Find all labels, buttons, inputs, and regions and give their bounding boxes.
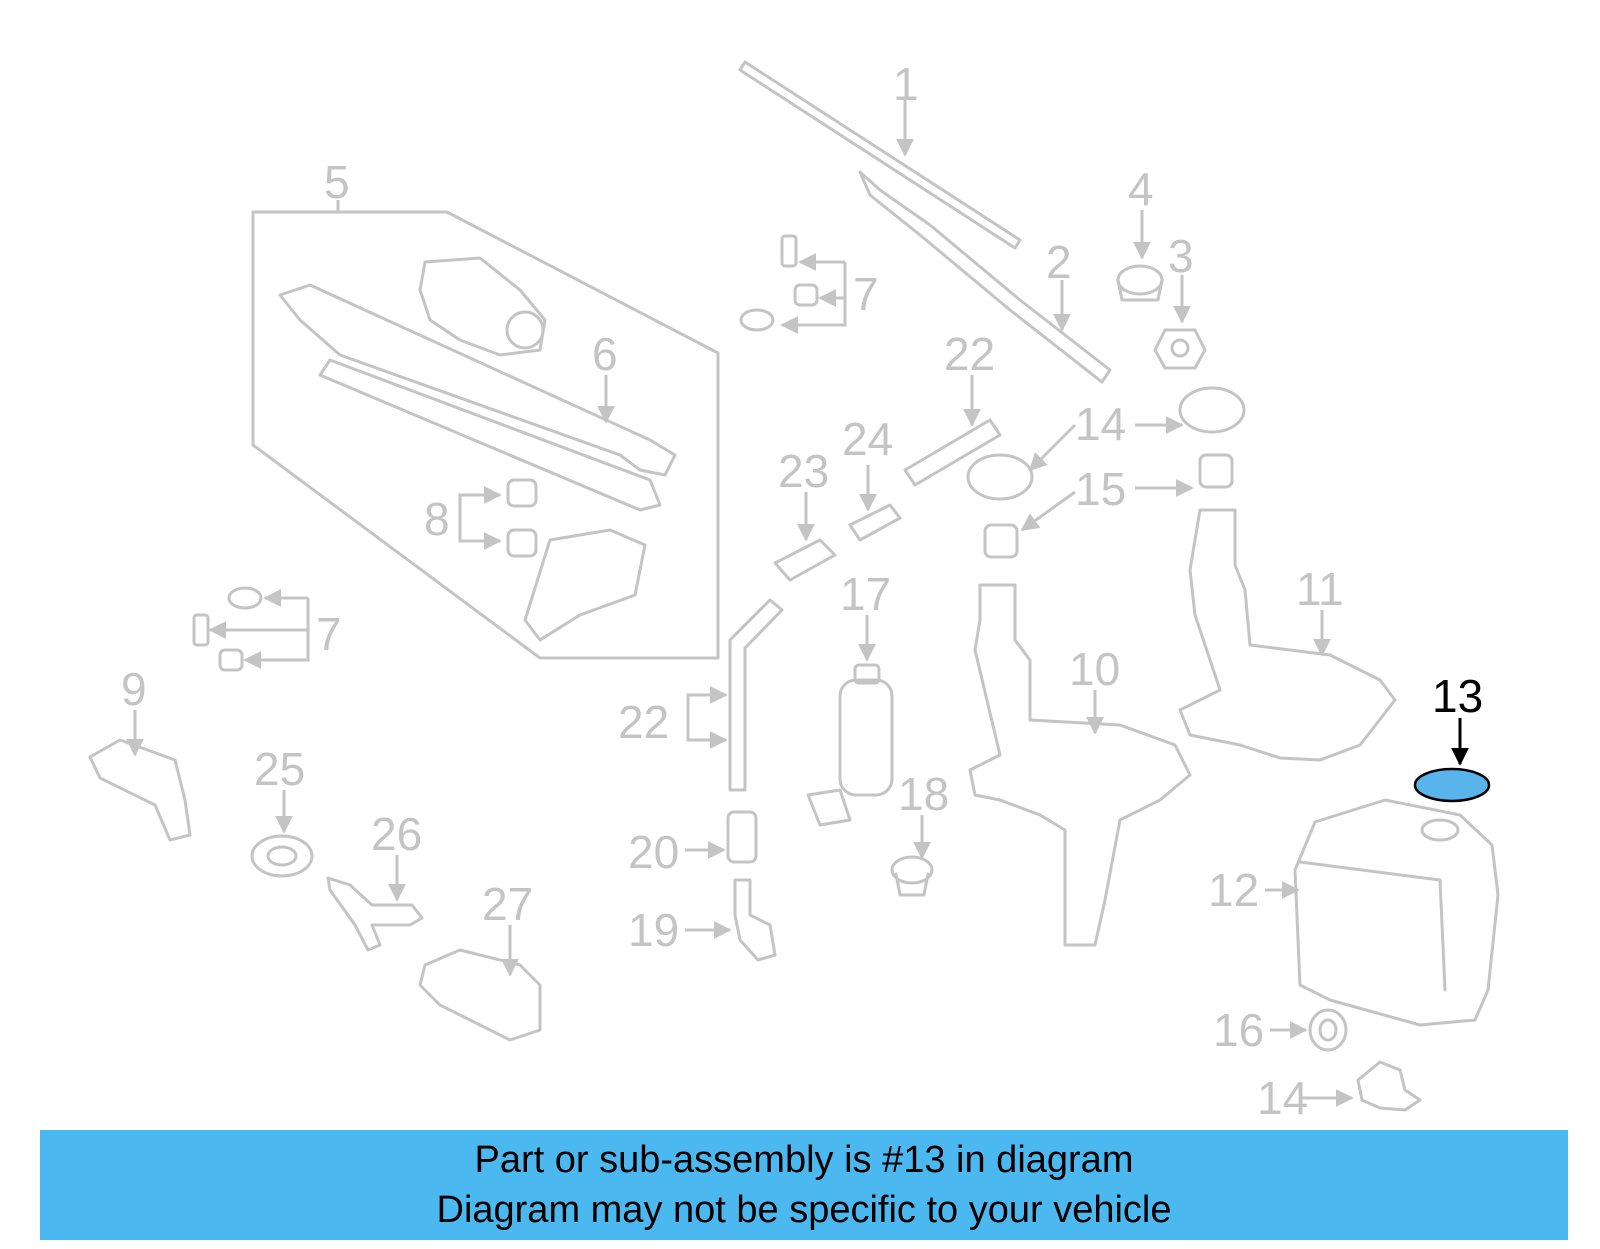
banner-line-1: Part or sub-assembly is #13 in diagram <box>474 1139 1134 1181</box>
banner-line-2: Diagram may not be specific to your vehi… <box>436 1189 1172 1231</box>
callout-7a: 7 <box>853 268 879 320</box>
part-6: 6 <box>592 328 618 424</box>
callout-20: 19 <box>628 904 679 956</box>
callout-13: 13 <box>1432 670 1483 722</box>
part-16-level-sensor: 14 <box>1257 1060 1422 1124</box>
callout-15: 15 <box>1075 463 1126 515</box>
callout-10: 10 <box>1069 643 1120 695</box>
part-2-wiper-arm: 2 <box>858 170 1112 384</box>
callout-17: 16 <box>1213 1004 1264 1056</box>
part-22-24-23-fittings: 22 24 23 <box>773 328 1002 582</box>
callout-1: 1 <box>893 58 919 110</box>
part-12-reservoir-tank: 12 <box>1208 798 1500 1027</box>
callout-16: 14 <box>1257 1072 1308 1124</box>
part-11-filler-neck: 11 <box>1178 508 1397 762</box>
part-20-elbow: 19 <box>628 878 777 962</box>
part-13-gasket: 13 <box>1413 670 1491 803</box>
part-7-lower-fasteners: 7 <box>192 586 342 672</box>
callout-2: 2 <box>1046 236 1072 288</box>
part-26-connector: 26 <box>326 808 424 952</box>
callout-19: 18 <box>898 768 949 820</box>
callout-3: 3 <box>1168 230 1194 282</box>
part-3-nut: 3 <box>1153 230 1207 370</box>
callout-6: 6 <box>592 328 618 380</box>
callout-25: 25 <box>254 743 305 795</box>
part-7-upper-fasteners: 7 <box>739 234 879 334</box>
callout-5: 5 <box>324 156 350 208</box>
part-25-grommet: 25 <box>250 743 314 878</box>
part-17-grommet: 16 <box>1213 1004 1348 1056</box>
callout-12: 12 <box>1208 864 1259 916</box>
part-9-bracket: 9 <box>88 663 192 842</box>
part-13-highlight <box>1413 767 1491 803</box>
callout-22b: 22 <box>618 696 669 748</box>
callout-8: 8 <box>424 493 450 545</box>
part-21-connector: 20 <box>628 810 758 878</box>
callout-9: 9 <box>121 663 147 715</box>
part-22-hose: 22 <box>618 598 784 792</box>
callout-18: 17 <box>840 568 891 620</box>
callout-7b: 7 <box>316 608 342 660</box>
callout-14: 14 <box>1075 398 1126 450</box>
callout-23: 23 <box>778 445 829 497</box>
info-banner: Part or sub-assembly is #13 in diagram D… <box>40 1130 1568 1240</box>
callout-24: 24 <box>842 413 893 465</box>
callout-26: 26 <box>371 808 422 860</box>
part-10-filler-neck: 10 <box>968 583 1192 947</box>
part-5-wiper-linkage: 5 <box>251 156 720 660</box>
callout-21: 20 <box>628 826 679 878</box>
part-8-bushings: 8 <box>424 478 538 558</box>
part-18-pump: 17 <box>806 568 894 827</box>
part-1-wiper-blade: 1 <box>738 58 1022 250</box>
part-27-washer-nozzle: 27 <box>418 878 542 1042</box>
callout-4: 4 <box>1128 163 1154 215</box>
part-4-cap: 4 <box>1116 163 1164 302</box>
part-14-15-caps: 14 15 <box>966 386 1246 559</box>
callout-11: 11 <box>1296 563 1344 615</box>
part-19-grommet: 18 <box>890 768 949 897</box>
callout-22a: 22 <box>944 328 995 380</box>
callout-27: 27 <box>482 878 533 930</box>
